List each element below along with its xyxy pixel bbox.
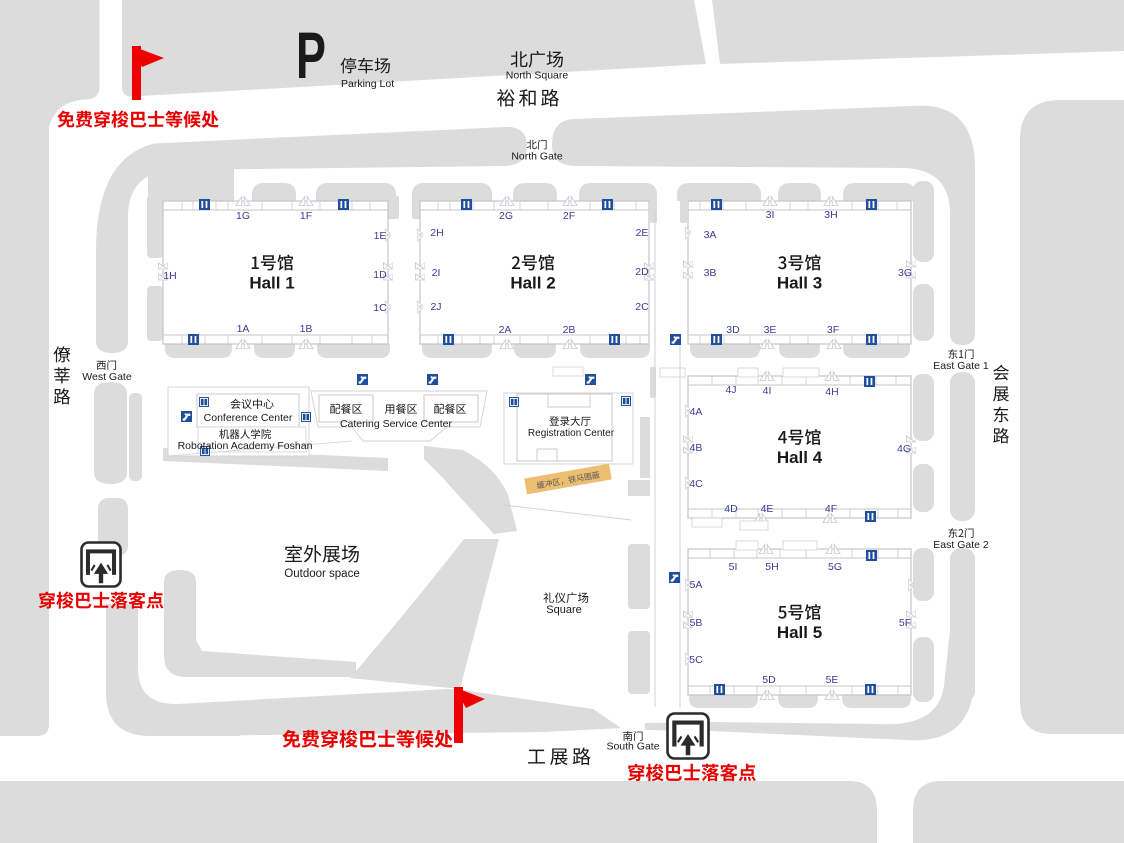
svg-text:5E: 5E (826, 674, 839, 686)
svg-text:1G: 1G (236, 210, 250, 222)
svg-text:5G: 5G (828, 561, 842, 573)
svg-text:P: P (296, 18, 326, 92)
svg-text:Hall 4: Hall 4 (777, 448, 823, 467)
svg-text:2C: 2C (635, 301, 649, 313)
svg-text:4F: 4F (825, 503, 837, 515)
svg-text:1B: 1B (300, 323, 313, 335)
svg-text:4G: 4G (897, 443, 911, 455)
svg-text:North Gate: North Gate (511, 151, 563, 163)
svg-text:4H: 4H (825, 386, 838, 398)
svg-text:Outdoor space: Outdoor space (284, 568, 359, 580)
svg-text:2I: 2I (432, 267, 441, 279)
svg-text:Hall 5: Hall 5 (777, 623, 822, 642)
svg-text:1D: 1D (373, 269, 387, 281)
svg-text:West Gate: West Gate (82, 371, 132, 383)
svg-text:East Gate 1: East Gate 1 (933, 360, 989, 372)
svg-text:Hall 2: Hall 2 (510, 274, 555, 293)
svg-text:4A: 4A (690, 406, 703, 418)
svg-text:Hall 1: Hall 1 (249, 274, 294, 293)
svg-text:Robotation Academy Foshan: Robotation Academy Foshan (178, 440, 313, 452)
svg-text:Hall 3: Hall 3 (777, 274, 822, 293)
svg-text:5A: 5A (690, 579, 703, 591)
svg-text:4B: 4B (690, 442, 703, 454)
svg-text:4D: 4D (724, 503, 738, 515)
svg-text:5C: 5C (689, 654, 703, 666)
svg-text:Parking Lot: Parking Lot (341, 78, 394, 90)
svg-text:2G: 2G (499, 210, 513, 222)
svg-text:1C: 1C (373, 302, 387, 314)
svg-text:3G: 3G (898, 267, 912, 279)
svg-text:5B: 5B (690, 617, 703, 629)
svg-text:4E: 4E (761, 503, 774, 515)
svg-text:5D: 5D (762, 674, 776, 686)
svg-text:3I: 3I (766, 209, 775, 221)
svg-text:3A: 3A (704, 229, 717, 241)
svg-text:5H: 5H (765, 561, 778, 573)
svg-text:2E: 2E (636, 227, 649, 239)
svg-text:2D: 2D (635, 266, 649, 278)
svg-text:4I: 4I (763, 385, 772, 397)
svg-text:3H: 3H (824, 209, 837, 221)
svg-text:3B: 3B (704, 267, 717, 279)
svg-text:1A: 1A (237, 323, 250, 335)
svg-text:Catering Service Center: Catering Service Center (340, 418, 453, 430)
svg-text:3D: 3D (726, 324, 740, 336)
svg-text:3F: 3F (827, 324, 839, 336)
svg-text:1E: 1E (374, 230, 387, 242)
svg-text:2A: 2A (499, 324, 512, 336)
svg-text:Square: Square (546, 604, 581, 616)
svg-text:Conference Center: Conference Center (204, 412, 293, 424)
svg-text:5I: 5I (729, 561, 738, 573)
svg-text:2B: 2B (563, 324, 576, 336)
svg-text:2F: 2F (563, 210, 575, 222)
svg-text:3E: 3E (764, 324, 777, 336)
svg-text:4C: 4C (689, 478, 703, 490)
svg-text:North Square: North Square (506, 70, 569, 82)
svg-text:4J: 4J (725, 384, 736, 396)
svg-text:South Gate: South Gate (606, 741, 659, 753)
svg-text:1F: 1F (300, 210, 312, 222)
svg-text:2J: 2J (430, 301, 441, 313)
svg-text:East Gate 2: East Gate 2 (933, 539, 989, 551)
svg-text:2H: 2H (430, 227, 443, 239)
svg-text:1H: 1H (163, 270, 176, 282)
svg-text:Registration Center: Registration Center (528, 428, 615, 439)
svg-text:5F: 5F (899, 617, 911, 629)
